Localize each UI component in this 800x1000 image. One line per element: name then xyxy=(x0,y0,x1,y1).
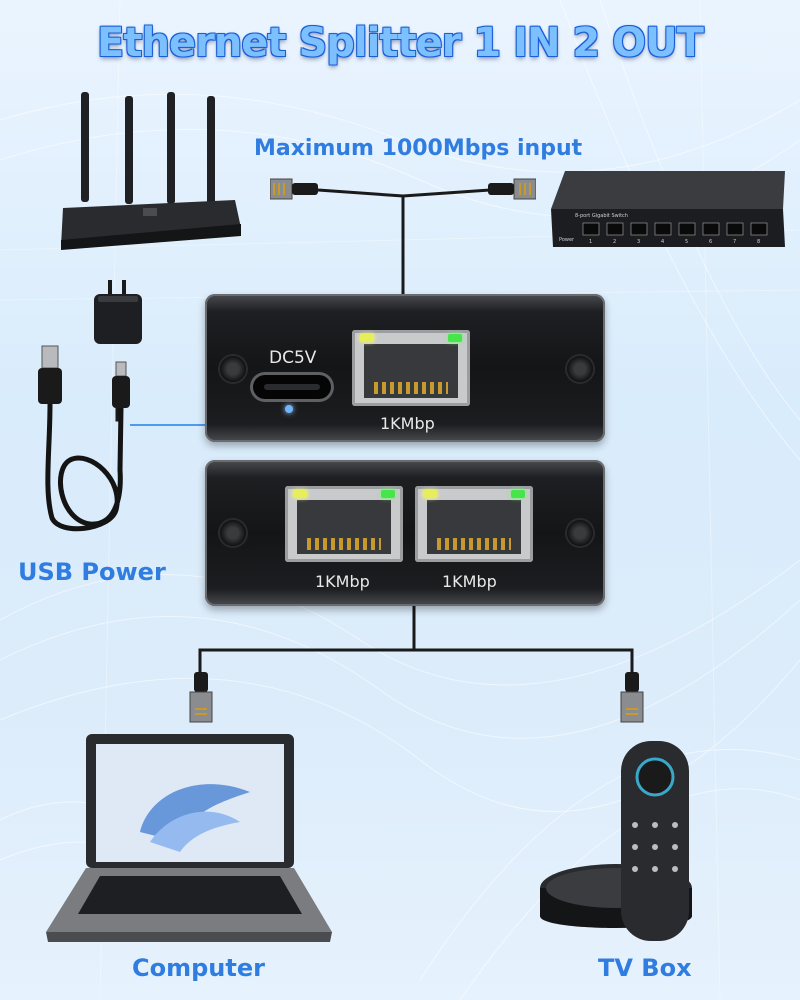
switch-brand-text: 8-port Gigabit Switch xyxy=(575,213,628,219)
screw-icon xyxy=(220,520,246,546)
ethernet-plug-icon xyxy=(620,672,644,723)
laptop-icon xyxy=(46,734,332,942)
switch-port-number: 6 xyxy=(709,239,712,245)
link-led-green xyxy=(511,490,525,498)
usb-c-power-port[interactable] xyxy=(250,372,334,402)
screw-icon xyxy=(567,356,593,382)
switch-port-number: 1 xyxy=(589,239,592,245)
switch-port-number: 2 xyxy=(613,239,616,245)
link-led-yellow xyxy=(423,490,437,498)
power-indicator-dot xyxy=(285,405,293,413)
router-icon xyxy=(61,92,241,250)
switch-port-number: 5 xyxy=(685,239,688,245)
output-ethernet-port-2[interactable] xyxy=(415,486,533,562)
ethernet-plug-icon xyxy=(488,178,536,200)
input-speed-label: Maximum 1000Mbps input xyxy=(254,136,583,161)
switch-port-number: 4 xyxy=(661,239,664,245)
computer-label: Computer xyxy=(132,954,265,982)
dc5v-label: DC5V xyxy=(269,348,317,368)
network-switch-icon: 8-port Gigabit Switch Power 1 2 3 4 5 6 … xyxy=(551,171,785,247)
switch-port-number: 7 xyxy=(733,239,736,245)
link-led-yellow xyxy=(293,490,307,498)
link-led-green xyxy=(448,334,462,342)
switch-port-number: 8 xyxy=(757,239,760,245)
ethernet-plug-icon xyxy=(270,178,318,200)
usb-cable-icon xyxy=(38,345,130,532)
link-led-green xyxy=(381,490,395,498)
tv-box-label: TV Box xyxy=(598,954,692,982)
screw-icon xyxy=(220,356,246,382)
output-port-1-speed-label: 1KMbp xyxy=(315,572,370,591)
input-ethernet-port[interactable] xyxy=(352,330,470,406)
power-adapter-icon xyxy=(94,280,142,344)
input-port-speed-label: 1KMbp xyxy=(380,414,435,433)
switch-port-number: 3 xyxy=(637,239,640,245)
output-port-2-speed-label: 1KMbp xyxy=(442,572,497,591)
remote-control-icon xyxy=(621,741,689,941)
page-title: Ethernet Splitter 1 IN 2 OUT xyxy=(97,20,704,66)
output-ethernet-port-1[interactable] xyxy=(285,486,403,562)
bottom-splitter-device xyxy=(205,460,605,606)
usb-power-label: USB Power xyxy=(18,558,166,586)
ethernet-plug-icon xyxy=(189,672,213,723)
screw-icon xyxy=(567,520,593,546)
switch-power-text: Power xyxy=(559,237,575,243)
link-led-yellow xyxy=(360,334,374,342)
